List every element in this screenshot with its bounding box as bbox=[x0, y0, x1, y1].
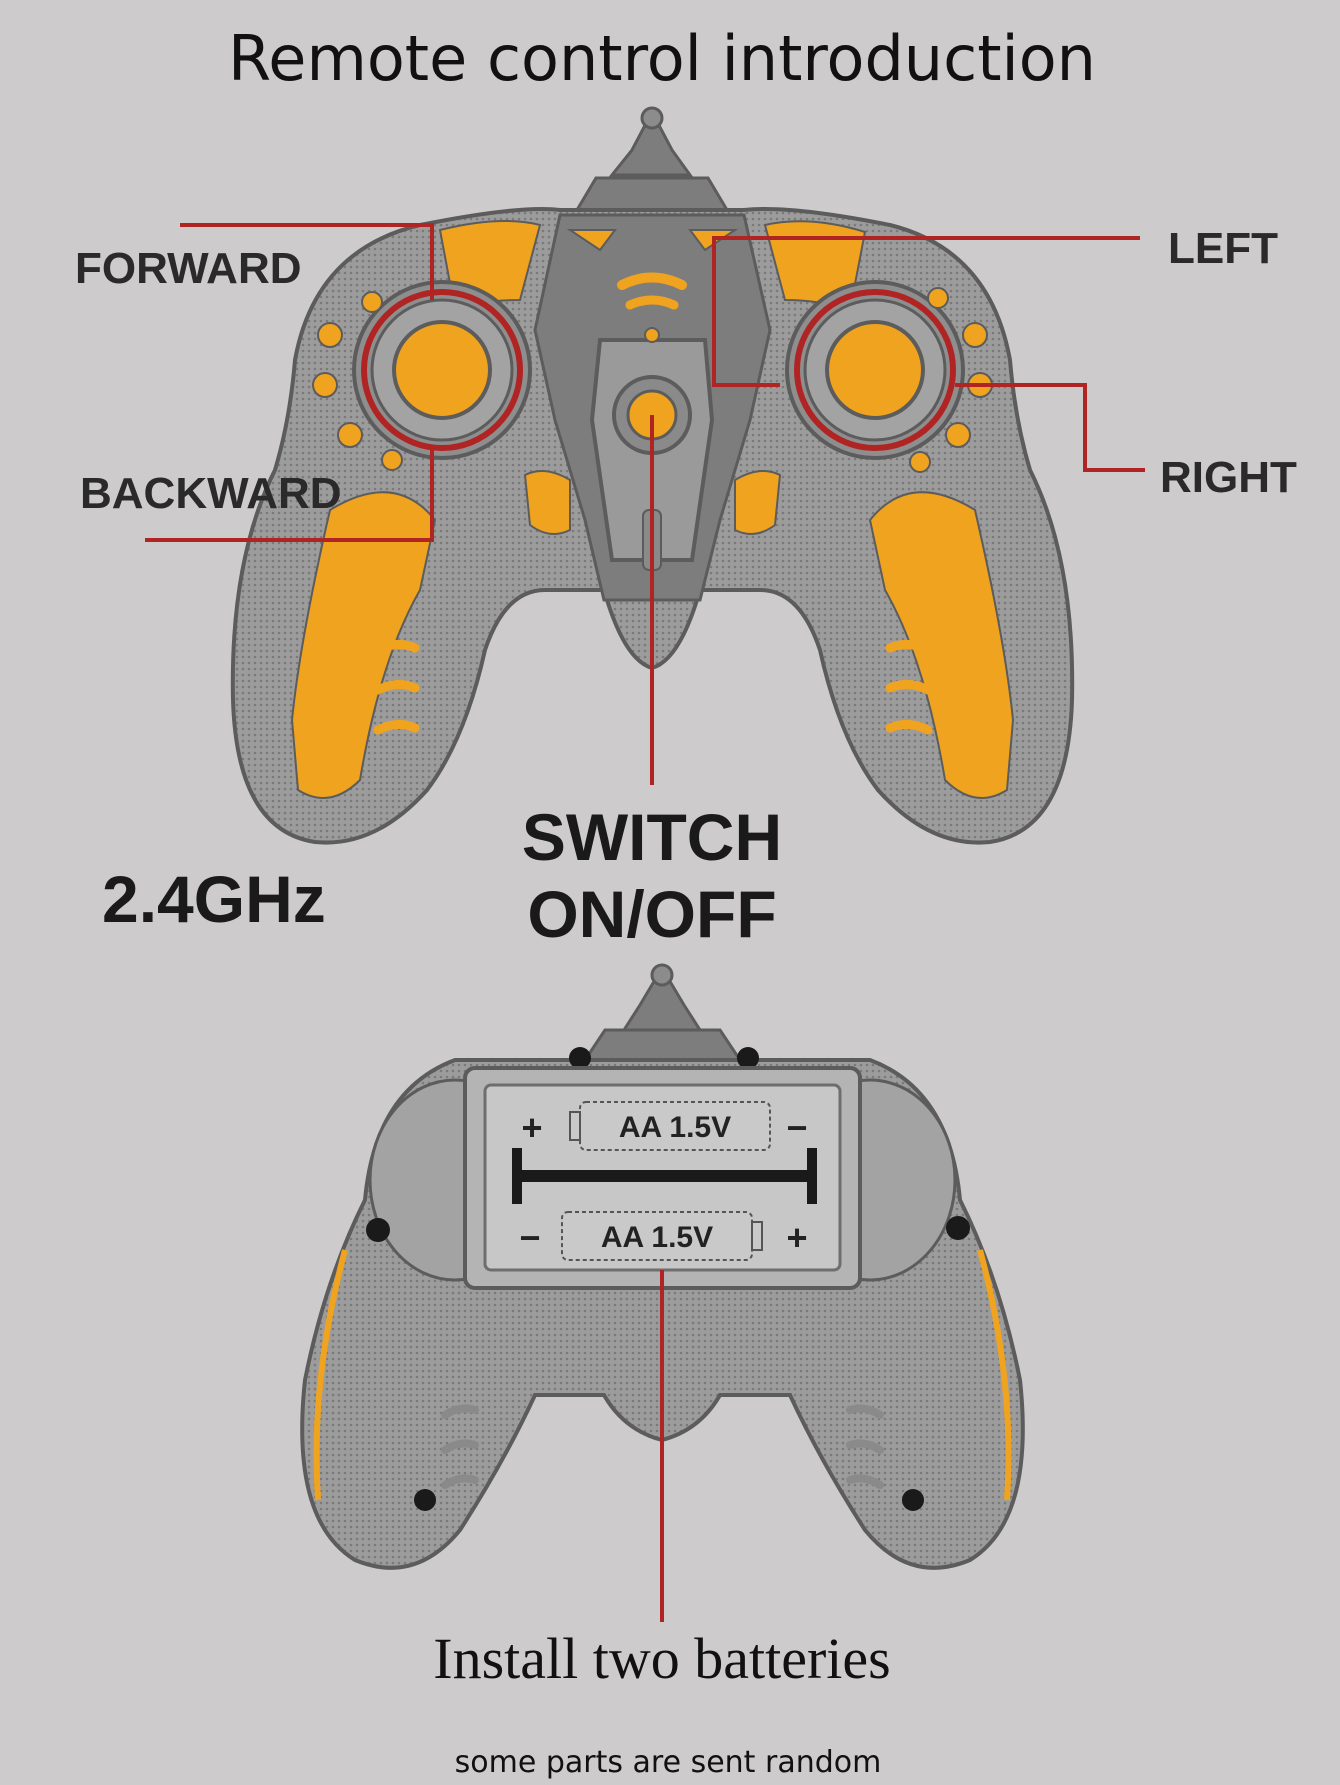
frequency-label: 2.4GHz bbox=[102, 862, 326, 936]
battery-bottom-label: AA 1.5V bbox=[601, 1221, 713, 1254]
battery-top-minus: − bbox=[786, 1107, 807, 1148]
switch-label-line1: SWITCH bbox=[522, 800, 782, 874]
left-label: LEFT bbox=[1168, 224, 1278, 273]
battery-bottom-plus: + bbox=[786, 1217, 807, 1258]
switch-label-line2: ON/OFF bbox=[527, 877, 776, 951]
left-joystick bbox=[394, 322, 490, 418]
page-title: Remote control introduction bbox=[228, 22, 1096, 95]
battery-top-plus: + bbox=[521, 1107, 542, 1148]
right-joystick bbox=[827, 322, 923, 418]
footnote: some parts are sent random bbox=[455, 1745, 882, 1780]
forward-label: FORWARD bbox=[75, 244, 302, 293]
install-caption: Install two batteries bbox=[433, 1626, 890, 1691]
battery-bottom-minus: − bbox=[519, 1217, 540, 1258]
battery-top-label: AA 1.5V bbox=[619, 1111, 731, 1144]
right-label: RIGHT bbox=[1160, 453, 1297, 502]
backward-label: BACKWARD bbox=[80, 469, 342, 518]
controller-back: AA 1.5V + − AA 1.5V − + bbox=[302, 965, 1023, 1622]
